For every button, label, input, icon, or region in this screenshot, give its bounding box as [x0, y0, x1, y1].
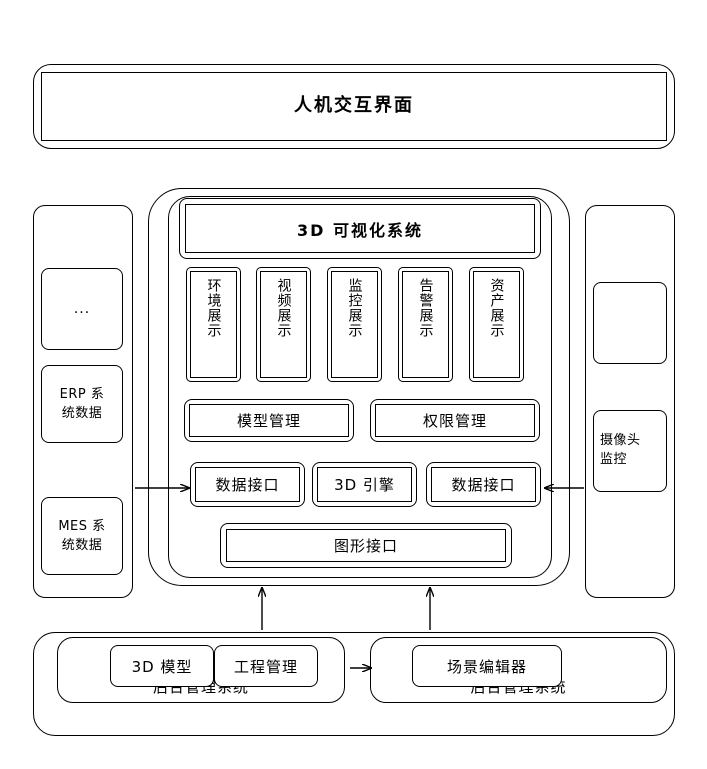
display-module-monitor-inner: 监控展示	[331, 271, 378, 378]
left-item-mes-label: MES 系 统数据	[58, 519, 106, 553]
right-item-blank[interactable]	[593, 282, 667, 364]
display-module-alarm-inner: 告警展示	[402, 271, 449, 378]
project-management-label: 工程管理	[233, 657, 298, 676]
visualization-system-label: 3D 可视化系统	[297, 220, 423, 240]
model-3d-box[interactable]: 3D 模型	[110, 645, 214, 687]
display-module-environment-label: 环境展示	[205, 278, 222, 338]
permission-management-label: 权限管理	[422, 412, 487, 430]
left-item-ellipsis[interactable]: ...	[41, 268, 123, 350]
display-module-alarm-label: 告警展示	[417, 278, 434, 338]
visualization-system-box[interactable]: 3D 可视化系统	[185, 204, 535, 253]
display-module-video-label: 视频展示	[275, 278, 292, 338]
right-item-camera-label: 摄像头 监控	[600, 433, 641, 467]
engine-3d-box: 3D 引擎	[317, 467, 412, 502]
permission-management-outer[interactable]: 权限管理	[370, 399, 540, 442]
model-3d-label: 3D 模型	[131, 657, 193, 676]
data-interface-left-outer[interactable]: 数据接口	[190, 462, 305, 507]
permission-management-box: 权限管理	[375, 404, 535, 437]
model-management-outer[interactable]: 模型管理	[184, 399, 354, 442]
left-item-erp-label: ERP 系 统数据	[59, 387, 105, 421]
engine-3d-outer[interactable]: 3D 引擎	[312, 462, 417, 507]
left-item-mes[interactable]: MES 系 统数据	[41, 497, 123, 575]
display-module-asset-label: 资产展示	[488, 278, 505, 338]
visualization-system-outer: 3D 可视化系统	[179, 198, 541, 259]
graphics-interface-outer[interactable]: 图形接口	[220, 523, 512, 568]
scene-editor-label: 场景编辑器	[446, 657, 527, 676]
engine-3d-label: 3D 引擎	[334, 476, 395, 494]
left-item-ellipsis-label: ...	[73, 301, 91, 317]
display-module-video[interactable]: 视频展示	[256, 267, 311, 382]
model-management-box: 模型管理	[189, 404, 349, 437]
hmi-title: 人机交互界面	[294, 95, 414, 116]
graphics-interface-label: 图形接口	[333, 537, 398, 555]
model-management-label: 模型管理	[236, 412, 301, 430]
hmi-inner-box: 人机交互界面	[41, 72, 667, 141]
display-module-alarm[interactable]: 告警展示	[398, 267, 453, 382]
project-management-box[interactable]: 工程管理	[214, 645, 318, 687]
data-interface-right-label: 数据接口	[451, 476, 516, 494]
graphics-interface-box: 图形接口	[226, 529, 506, 562]
display-module-monitor-label: 监控展示	[346, 278, 363, 338]
hmi-outer-box: 人机交互界面	[33, 64, 675, 149]
display-module-environment-inner: 环境展示	[190, 271, 237, 378]
data-interface-right-box: 数据接口	[431, 467, 536, 502]
data-interface-right-outer[interactable]: 数据接口	[426, 462, 541, 507]
display-module-monitor[interactable]: 监控展示	[327, 267, 382, 382]
right-source-column	[585, 205, 675, 598]
display-module-video-inner: 视频展示	[260, 271, 307, 378]
display-module-asset[interactable]: 资产展示	[469, 267, 524, 382]
main-panel-inner	[168, 196, 552, 578]
data-interface-left-box: 数据接口	[195, 467, 300, 502]
scene-editor-box[interactable]: 场景编辑器	[412, 645, 562, 687]
display-module-asset-inner: 资产展示	[473, 271, 520, 378]
data-interface-left-label: 数据接口	[215, 476, 280, 494]
left-item-erp[interactable]: ERP 系 统数据	[41, 365, 123, 443]
display-module-environment[interactable]: 环境展示	[186, 267, 241, 382]
right-item-camera[interactable]: 摄像头 监控	[593, 410, 667, 492]
